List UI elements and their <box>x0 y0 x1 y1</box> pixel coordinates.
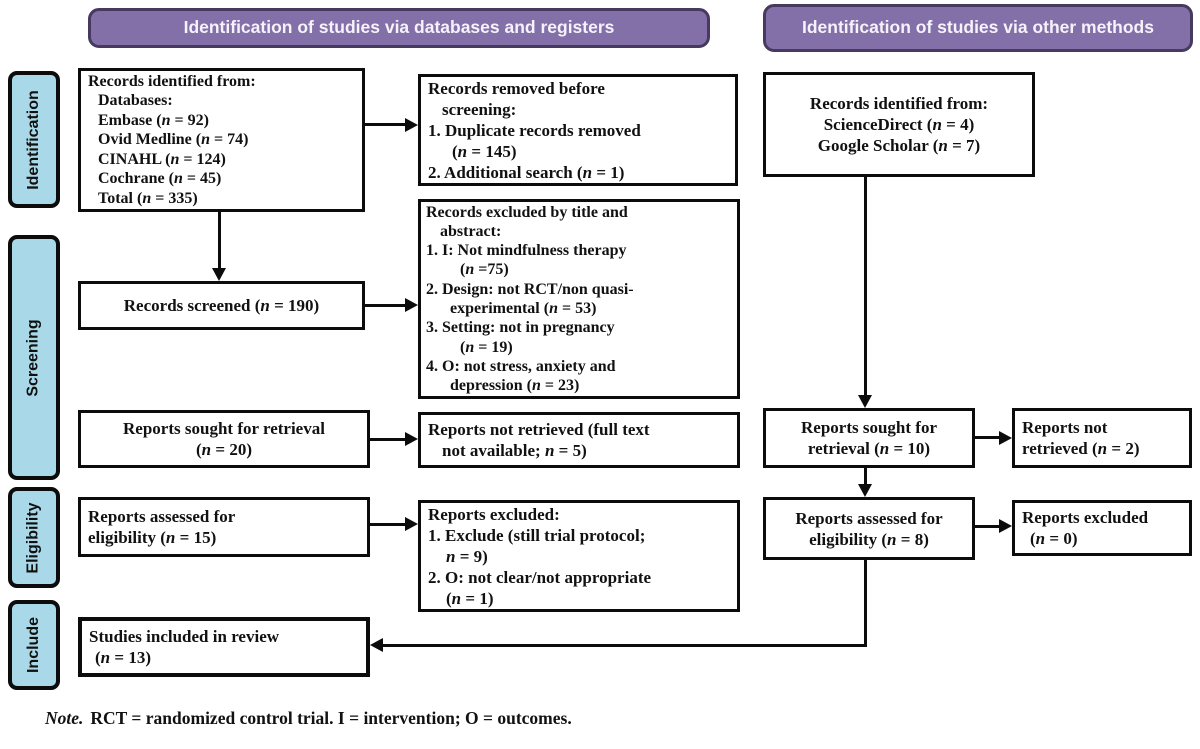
box-records-identified-databases: Records identified from:Databases:Embase… <box>78 68 365 212</box>
arrow-other-sought-to-notretrieved-line <box>975 436 1001 439</box>
stage-screening-label: Screening <box>25 318 43 397</box>
arrow-identified-to-removed-line <box>365 123 406 126</box>
box-records-screened: Records screened (n = 190) <box>78 281 365 330</box>
arrow-screened-to-excluded-line <box>365 304 406 307</box>
arrow-identified-to-screened-line <box>218 212 221 269</box>
header-databases-registers: Identification of studies via databases … <box>88 8 710 48</box>
stage-screening: Screening <box>8 235 60 480</box>
arrow-assessed-to-excluded-head <box>405 517 418 531</box>
arrow-other-sought-to-assessed-line <box>864 468 867 485</box>
box-records-identified-other-methods: Records identified from:ScienceDirect (n… <box>763 72 1035 177</box>
arrow-other-assessed-to-included-vline <box>864 560 867 647</box>
arrow-other-identified-to-sought-head <box>858 395 872 408</box>
header-databases-registers-label: Identification of studies via databases … <box>183 17 615 38</box>
header-other-methods-label: Identification of studies via other meth… <box>802 17 1154 38</box>
stage-include-label: Include <box>25 616 43 674</box>
arrow-other-assessed-to-excluded-head <box>999 519 1012 533</box>
box-reports-excluded-other: Reports excluded(n = 0) <box>1012 500 1192 556</box>
stage-eligibility-label: Eligibility <box>25 501 42 574</box>
box-studies-included-review: Studies included in review(n = 13) <box>78 617 370 677</box>
arrow-other-assessed-to-included-head <box>370 638 383 652</box>
arrow-identified-to-removed-head <box>405 118 418 132</box>
stage-identification: Identification <box>8 71 60 208</box>
arrow-sought-to-notretrieved-head <box>405 432 418 446</box>
arrow-screened-to-excluded-head <box>405 298 418 312</box>
box-reports-excluded-databases: Reports excluded:1. Exclude (still trial… <box>418 500 740 612</box>
arrow-other-assessed-to-excluded-line <box>975 525 1001 528</box>
note: Note. RCT = randomized control trial. I =… <box>45 708 572 729</box>
arrow-other-identified-to-sought-line <box>864 177 867 396</box>
stage-identification-label: Identification <box>25 89 42 190</box>
box-reports-sought-retrieval-databases: Reports sought for retrieval(n = 20) <box>78 410 370 468</box>
arrow-other-sought-to-notretrieved-head <box>999 431 1012 445</box>
arrow-sought-to-notretrieved-line <box>370 438 406 441</box>
stage-include: Include <box>8 600 60 690</box>
arrow-other-assessed-to-included-hline <box>383 644 867 647</box>
arrow-assessed-to-excluded-line <box>370 523 406 526</box>
note-text: RCT = randomized control trial. I = inte… <box>90 708 572 728</box>
note-prefix: Note. <box>45 708 84 728</box>
arrow-other-sought-to-assessed-head <box>858 484 872 497</box>
arrow-identified-to-screened-head <box>212 268 226 281</box>
stage-eligibility: Eligibility <box>8 487 60 588</box>
header-other-methods: Identification of studies via other meth… <box>763 4 1193 52</box>
